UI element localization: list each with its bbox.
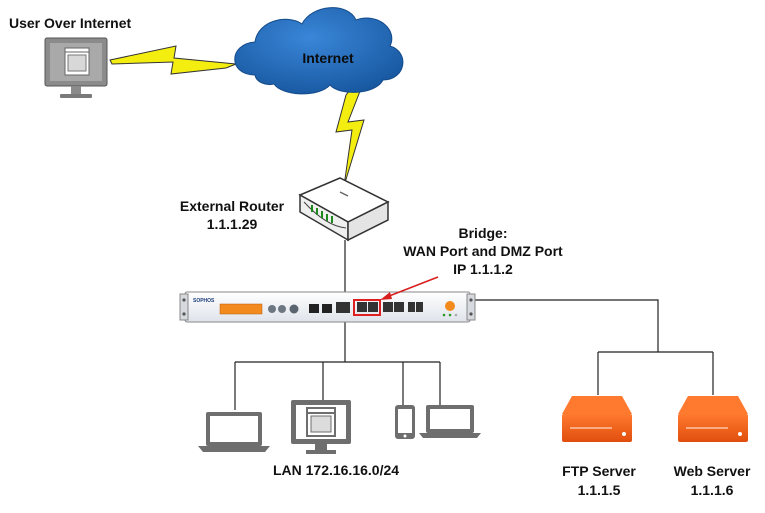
router-ip-label: 1.1.1.29 (206, 216, 258, 232)
desktop-computer-icon (44, 37, 108, 98)
cloud-icon (234, 7, 404, 95)
user-label: User Over Internet (9, 15, 132, 31)
arrow-icon (380, 276, 439, 300)
desktop-computer-icon (291, 400, 351, 454)
internet-label: Internet (302, 50, 354, 66)
smartphone-icon (395, 405, 415, 439)
web-server-name-label: Web Server (673, 463, 751, 479)
laptop-icon (419, 405, 481, 438)
ftp-server-name-label: FTP Server (562, 463, 636, 479)
lan-label: LAN 172.16.16.0/24 (272, 462, 400, 478)
bridge-ip-label: IP 1.1.1.2 (453, 261, 513, 277)
lightning-internet-router (335, 84, 365, 187)
web-server-ip-label: 1.1.1.6 (690, 482, 734, 498)
firewall-brand-label: SOPHOS (193, 298, 215, 304)
ftp-server-ip-label: 1.1.1.5 (577, 482, 621, 498)
firewall-appliance-icon (179, 291, 476, 323)
lightning-user-internet (109, 45, 237, 75)
router-name-label: External Router (179, 198, 285, 214)
bridge-ports-label: WAN Port and DMZ Port (403, 243, 563, 259)
lan-tree-line (234, 322, 441, 410)
bridge-title-label: Bridge: (458, 225, 508, 241)
laptop-icon (198, 412, 270, 452)
server-icon (562, 396, 632, 442)
connection-lines (234, 240, 714, 410)
dmz-tree-line (470, 299, 714, 395)
server-icon (678, 396, 748, 442)
router-icon (298, 177, 390, 242)
bridge-port-highlight (353, 299, 381, 316)
